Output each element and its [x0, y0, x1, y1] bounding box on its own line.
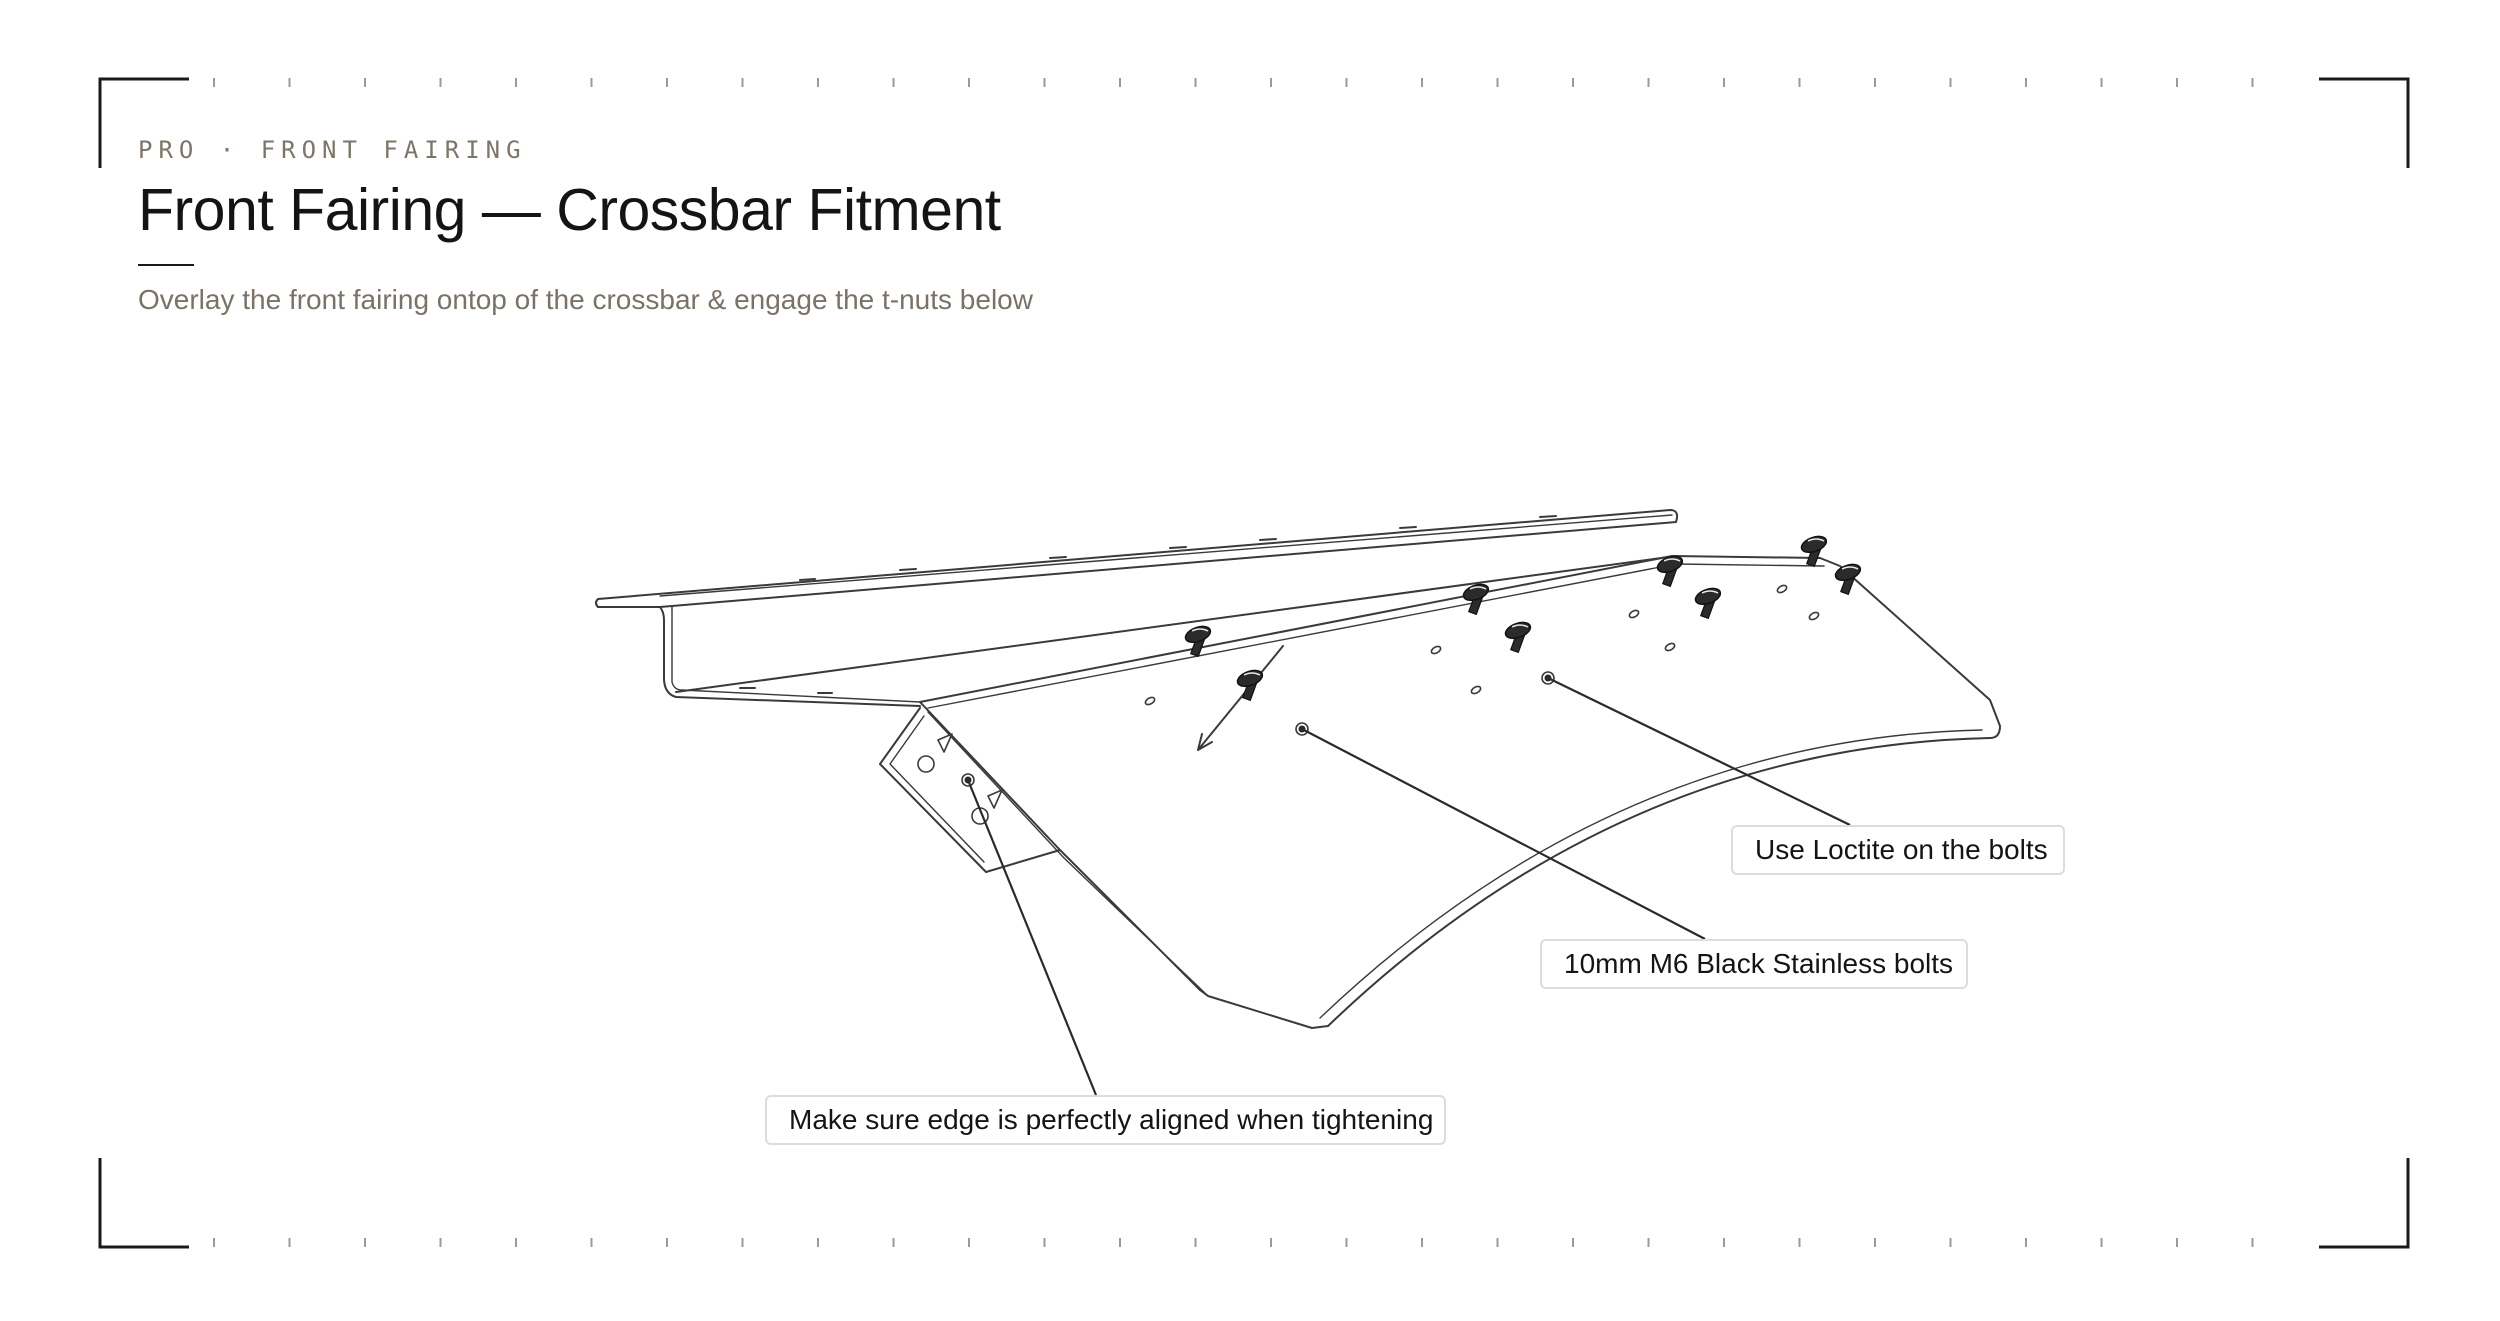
leader-dots [964, 674, 1552, 784]
fairing-front-arc [1327, 737, 1991, 1027]
fairing-bottom-edge [1199, 989, 1329, 1029]
crossbar-lower-lip [675, 555, 1677, 693]
corner-marks [98, 77, 2410, 1249]
left-mount-bracket [879, 707, 1061, 873]
bolt-icon [1504, 621, 1532, 654]
leader-dot-edge [964, 776, 972, 784]
bolt-icon [1184, 625, 1212, 658]
crossbar-front-wall-inner [671, 606, 921, 703]
section-eyebrow: PRO · FRONT FAIRING [138, 136, 527, 164]
callout-bolt-spec: 10mm M6 Black Stainless bolts [1540, 939, 1968, 989]
bolt-icon [1694, 587, 1722, 620]
crossbar-front-wall [659, 606, 921, 707]
bracket-tabs [937, 733, 1003, 809]
corner-bottom-left [98, 1158, 189, 1249]
leader-dot-bolts [1298, 725, 1306, 733]
bracket-hole [917, 755, 935, 773]
page-title: Front Fairing — Crossbar Fitment [138, 177, 1001, 243]
bolt-icon [1834, 563, 1862, 596]
bolt-icon [1462, 583, 1490, 616]
corner-top-left [98, 77, 189, 168]
ruler-ticks-top [213, 78, 2254, 87]
leader-dot-loctite [1544, 674, 1552, 682]
leader-line-bolts [1301, 728, 1706, 940]
corner-top-right [2319, 77, 2410, 168]
crossbar-top-rail [595, 509, 1679, 608]
title-underline [138, 264, 194, 266]
crossbar-bottom-slots [739, 687, 833, 694]
callout-edge-alignment: Make sure edge is perfectly aligned when… [765, 1095, 1446, 1145]
bolt-icon [1656, 555, 1684, 588]
fairing-top-edge-inner [927, 563, 1825, 709]
left-bracket-inner [889, 715, 985, 863]
corner-bottom-right [2319, 1158, 2410, 1249]
leader-lines [966, 677, 1851, 1096]
ruler-ticks-bottom [213, 1238, 2254, 1247]
crossbar-rail-slots [799, 515, 1557, 581]
fairing-front-arc-inner [1319, 729, 1983, 1019]
fairing-drawing [595, 509, 2001, 1029]
fairing-right-edge [1819, 557, 2001, 739]
page-subtitle: Overlay the front fairing ontop of the c… [138, 284, 1033, 315]
bolt-icon [1236, 669, 1264, 702]
crossbar-rail-inner-line [659, 514, 1673, 597]
fairing-left-edge-inner [927, 711, 1209, 997]
insertion-arrow [1197, 645, 1284, 751]
bolt-icon [1800, 535, 1828, 568]
fairing-left-edge [919, 701, 1201, 991]
leader-line-loctite [1547, 677, 1851, 826]
bolt-group [1184, 535, 1862, 702]
fairing-top-edge [919, 555, 1821, 703]
callout-loctite: Use Loctite on the bolts [1731, 825, 2065, 875]
leader-line-edge [966, 779, 1098, 1096]
fairing-holes [961, 584, 1820, 787]
